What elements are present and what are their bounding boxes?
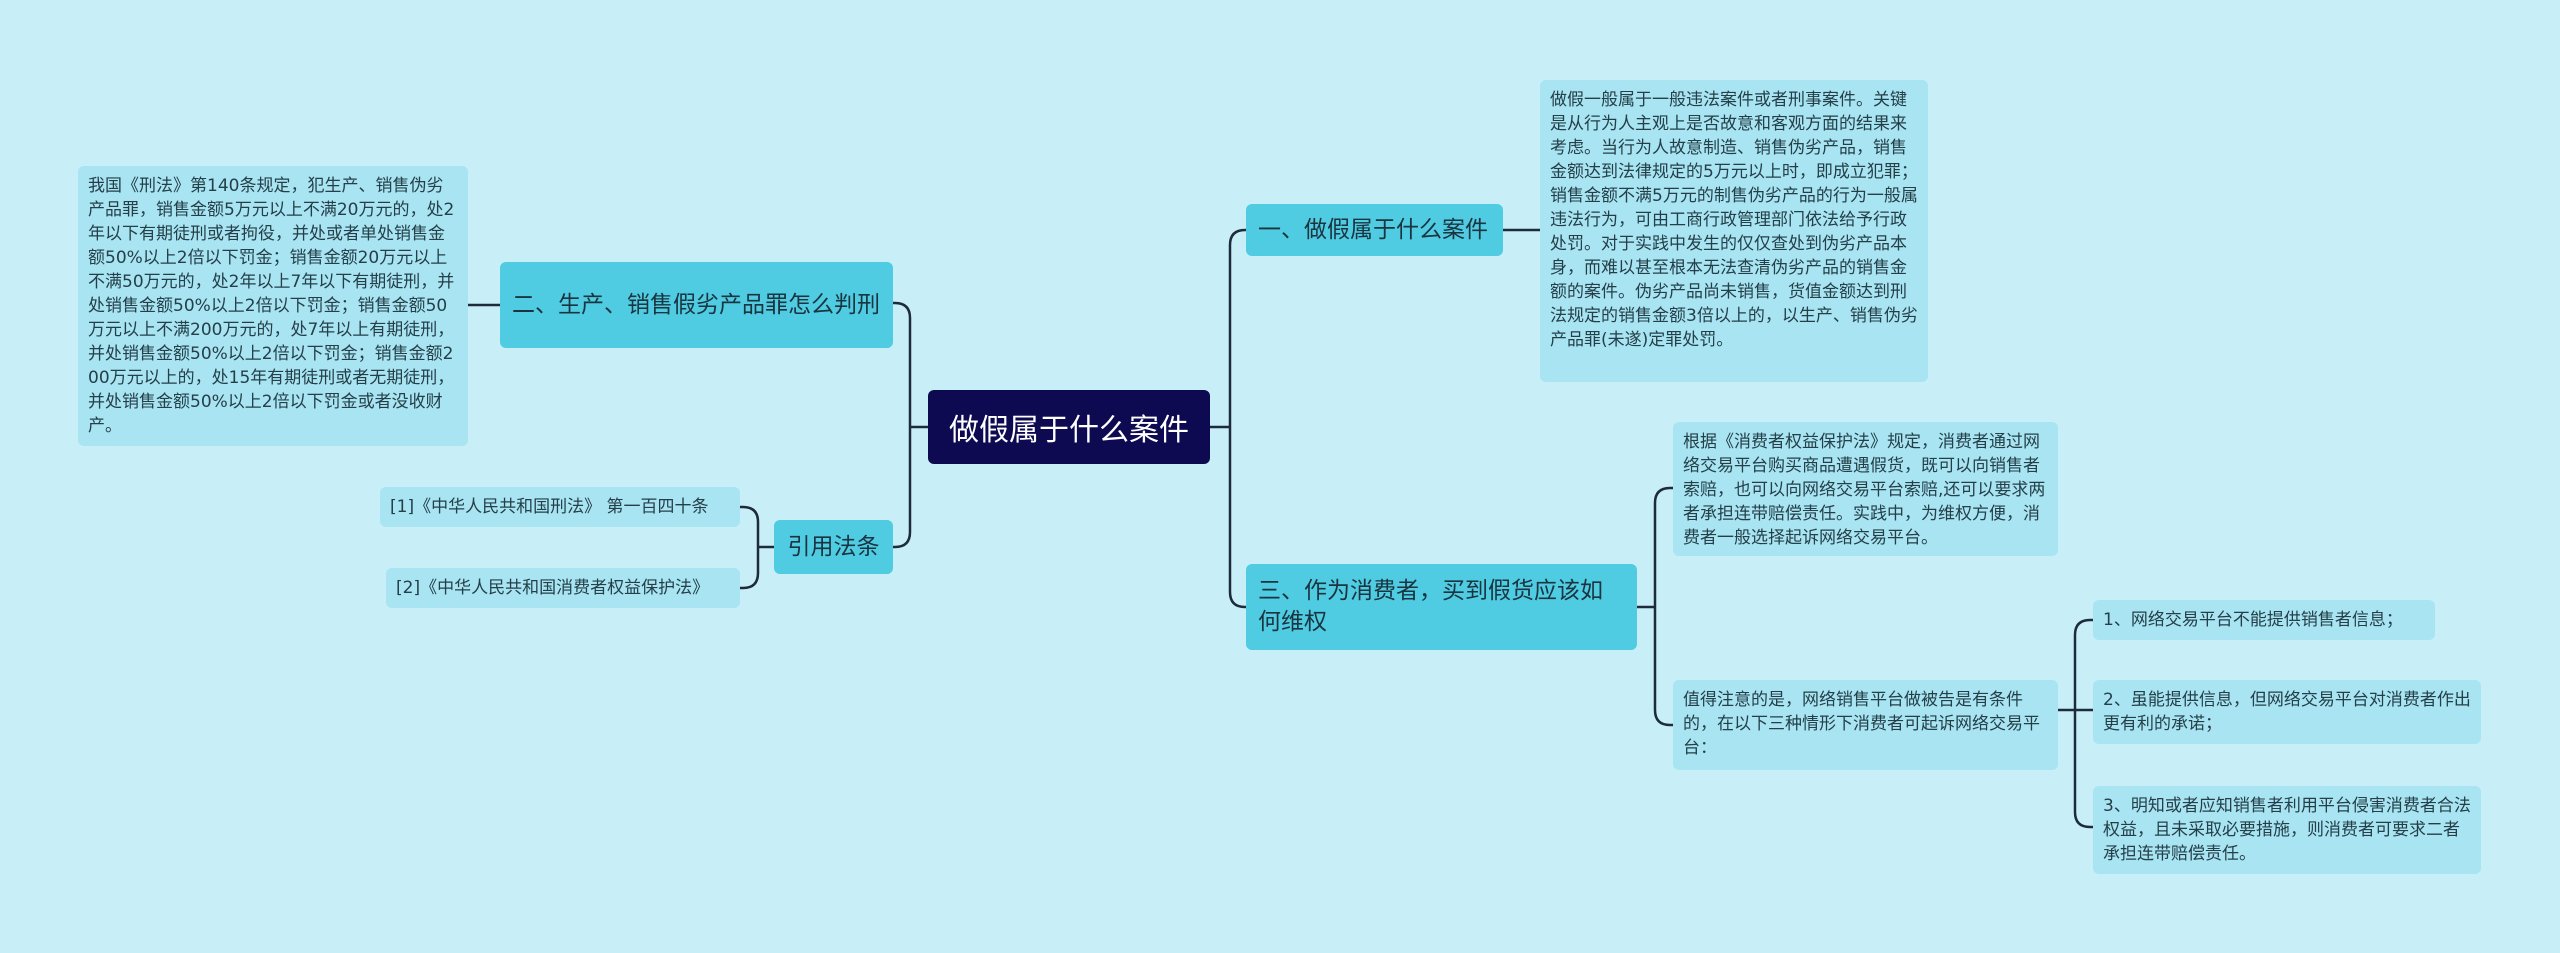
law-reference-2-text: [2]《中华人民共和国消费者权益保护法》 — [396, 578, 710, 598]
connector-law-1 — [740, 505, 760, 547]
leaf-platform-conditions: 值得注意的是，网络销售平台做被告是有条件的，在以下三种情形下消费者可起诉网络交易… — [1673, 680, 2058, 770]
connector-left-up — [893, 301, 912, 427]
leaf-platform-conditions-text: 值得注意的是，网络销售平台做被告是有条件的，在以下三种情形下消费者可起诉网络交易… — [1683, 690, 2040, 758]
connector-sub-3 — [2073, 710, 2093, 829]
leaf-consumer-law-text: 根据《消费者权益保护法》规定，消费者通过网络交易平台购买商品遭遇假货，既可以向销… — [1683, 432, 2046, 548]
connector-b3-down — [1653, 607, 1673, 727]
leaf-condition-1: 1、网络交易平台不能提供销售者信息； — [2093, 600, 2435, 640]
leaf-condition-2: 2、虽能提供信息，但网络交易平台对消费者作出更有利的承诺； — [2093, 680, 2481, 744]
leaf-criminal-law: 我国《刑法》第140条规定，犯生产、销售伪劣产品罪，销售金额5万元以上不满20万… — [78, 166, 468, 446]
leaf-consumer-law: 根据《消费者权益保护法》规定，消费者通过网络交易平台购买商品遭遇假货，既可以向销… — [1673, 422, 2058, 556]
branch-sentencing[interactable]: 二、生产、销售假劣产品罪怎么判刑 — [500, 262, 893, 348]
leaf-condition-2-text: 2、虽能提供信息，但网络交易平台对消费者作出更有利的承诺； — [2103, 690, 2471, 734]
leaf-case-explanation-text: 做假一般属于一般违法案件或者刑事案件。关键是从行为人主观上是否故意和客观方面的结… — [1550, 90, 1918, 350]
connector-left-down — [893, 427, 912, 549]
law-reference-2[interactable]: [2]《中华人民共和国消费者权益保护法》 — [386, 568, 740, 608]
leaf-case-explanation: 做假一般属于一般违法案件或者刑事案件。关键是从行为人主观上是否故意和客观方面的结… — [1540, 80, 1928, 382]
root-label: 做假属于什么案件 — [949, 413, 1189, 448]
leaf-criminal-law-text: 我国《刑法》第140条规定，犯生产、销售伪劣产品罪，销售金额5万元以上不满20万… — [88, 176, 455, 436]
connector-b3-up — [1653, 486, 1673, 607]
branch-consumer-rights[interactable]: 三、作为消费者，买到假货应该如何维权 — [1246, 564, 1637, 650]
law-reference-1[interactable]: [1]《中华人民共和国刑法》 第一百四十条 — [380, 487, 740, 527]
connector-law-2 — [740, 547, 760, 590]
root-node[interactable]: 做假属于什么案件 — [928, 390, 1210, 464]
branch-cited-laws[interactable]: 引用法条 — [774, 520, 893, 574]
connector-right-trunk — [1228, 228, 1248, 427]
branch-cited-laws-label: 引用法条 — [787, 533, 880, 560]
leaf-condition-1-text: 1、网络交易平台不能提供销售者信息； — [2103, 610, 2403, 630]
connector-sub-1 — [2073, 618, 2093, 710]
law-reference-1-text: [1]《中华人民共和国刑法》 第一百四十条 — [390, 497, 709, 517]
branch-what-case[interactable]: 一、做假属于什么案件 — [1246, 204, 1503, 256]
leaf-condition-3: 3、明知或者应知销售者利用平台侵害消费者合法权益，且未采取必要措施，则消费者可要… — [2093, 786, 2481, 874]
branch-what-case-label: 一、做假属于什么案件 — [1258, 216, 1488, 243]
leaf-condition-3-text: 3、明知或者应知销售者利用平台侵害消费者合法权益，且未采取必要措施，则消费者可要… — [2103, 796, 2471, 864]
branch-consumer-rights-label: 三、作为消费者，买到假货应该如何维权 — [1258, 578, 1603, 635]
branch-sentencing-label: 二、生产、销售假劣产品罪怎么判刑 — [512, 291, 880, 318]
